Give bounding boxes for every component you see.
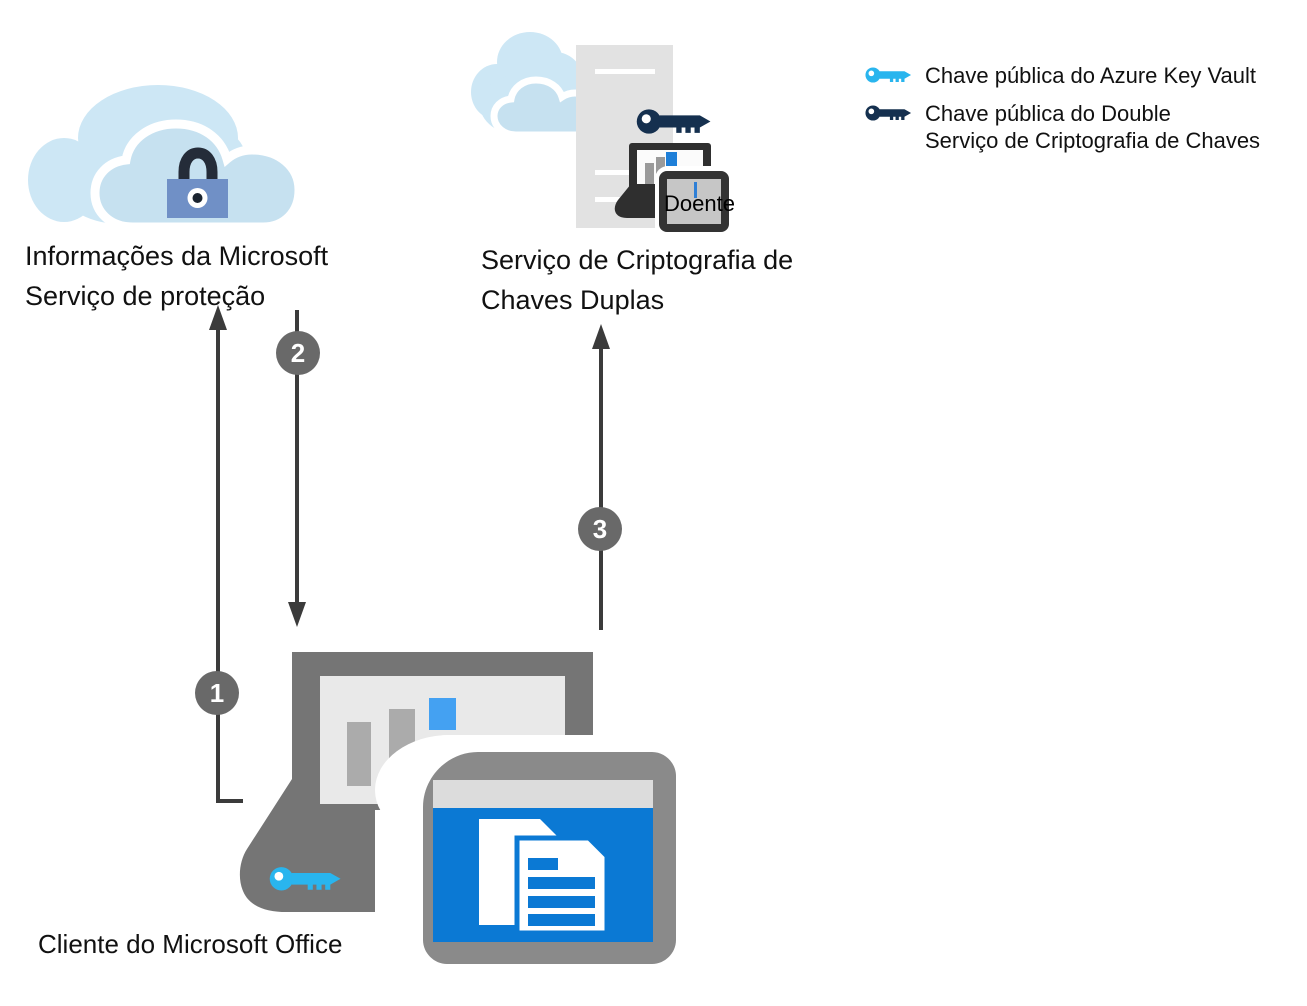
cloud-front-icon	[90, 119, 304, 232]
legend-dke-label-line1: Chave pública do Double	[925, 101, 1171, 126]
protection-service-cloud-icon	[28, 85, 304, 232]
dke-service-icon	[471, 32, 737, 240]
client-key-icon	[269, 867, 341, 891]
dke-service-label-line1: Serviço de Criptografia de	[481, 245, 794, 275]
dke-service-label-line2: Chaves Duplas	[481, 285, 665, 315]
office-client-icon	[239, 652, 695, 982]
tenant-label: Doente	[664, 191, 735, 216]
office-client-label: Cliente do Microsoft Office	[38, 929, 343, 959]
legend-dke-label-line2: Serviço de Criptografia de Chaves	[925, 128, 1261, 153]
office-tablet-icon	[375, 735, 695, 982]
azure-key-vault-key-icon	[865, 67, 912, 83]
legend-azure-key-vault-label: Chave pública do Azure Key Vault	[925, 63, 1257, 88]
step-badge-1: 1	[195, 671, 239, 715]
step-badge-3: 3	[578, 507, 622, 551]
mini-tablet-icon	[655, 166, 737, 240]
dke-public-key-icon	[865, 105, 912, 121]
document-icon	[479, 819, 610, 936]
dke-service-label: Serviço de Criptografia de Chaves Duplas	[481, 240, 793, 320]
legend-dke-public-key-label: Chave pública do Double Serviço de Cript…	[925, 100, 1260, 154]
dke-key-icon	[636, 109, 711, 134]
arrow-step-1	[209, 305, 243, 803]
arrow-step-3	[592, 324, 610, 630]
protection-service-label-line2: Serviço de proteção	[25, 281, 266, 311]
step-badge-2: 2	[276, 331, 320, 375]
protection-service-label-line1: Informações da Microsoft	[25, 241, 329, 271]
protection-service-label: Informações da Microsoft Serviço de prot…	[25, 236, 328, 316]
lock-icon	[167, 147, 228, 218]
